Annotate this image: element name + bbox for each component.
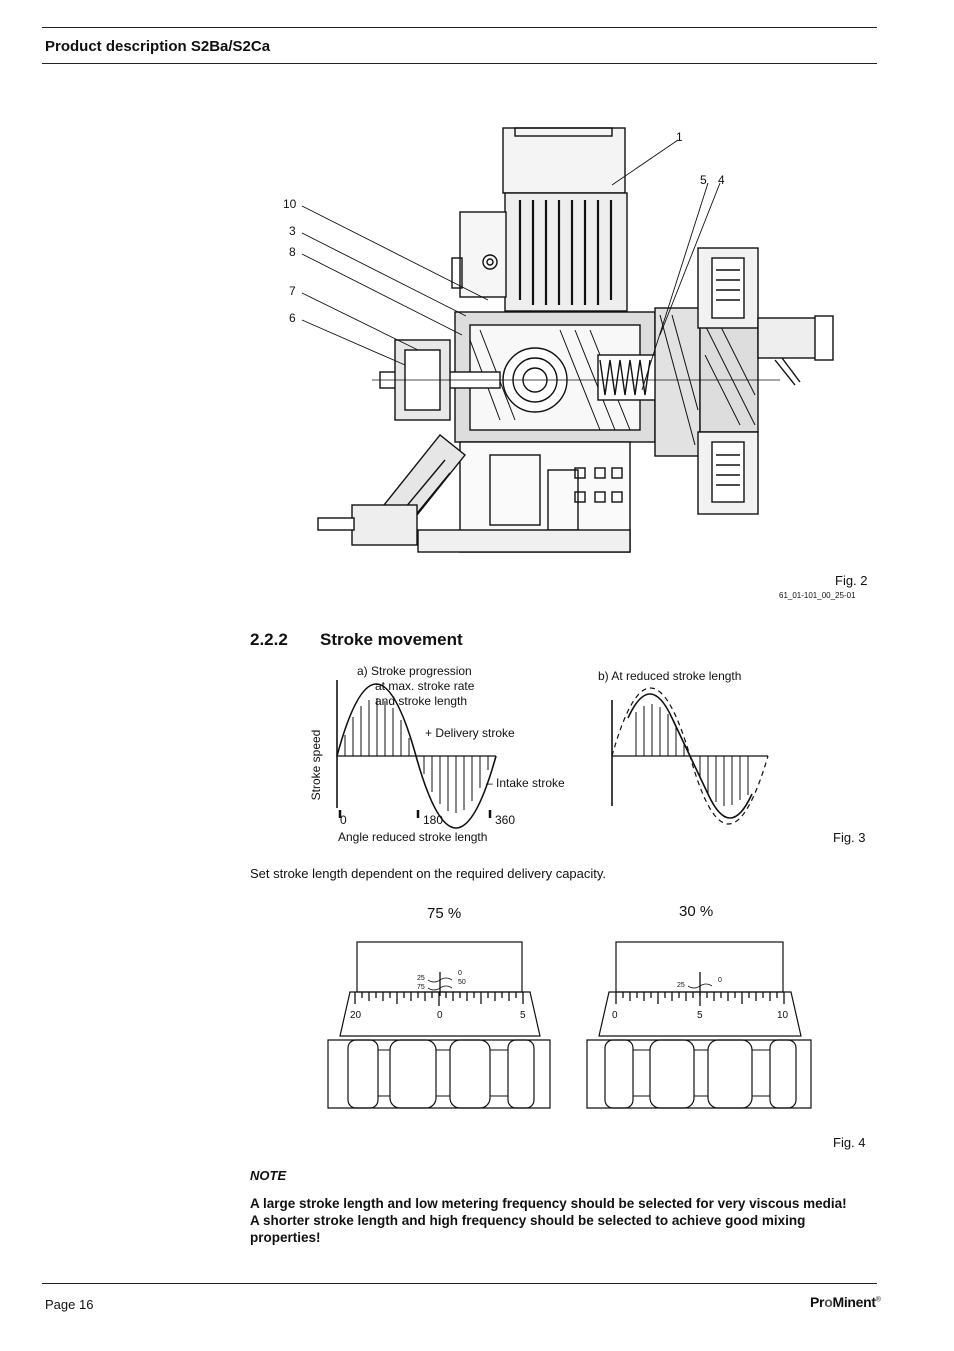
left-small-75: 75 [417, 984, 425, 991]
footer-rule [42, 1283, 877, 1284]
hatch-b [635, 704, 749, 806]
section-number: 2.2.2 [250, 630, 288, 649]
fig2-code: 61_01-101_00_25-01 [779, 591, 856, 600]
callout-10: 10 [283, 197, 297, 211]
header-rule-top [42, 27, 877, 28]
left-scale-ticks [354, 992, 524, 1006]
left-small-50: 50 [458, 979, 466, 986]
callout-5: 5 [700, 173, 707, 187]
right-small-25: 25 [677, 982, 685, 989]
right-scale-10: 10 [777, 1010, 789, 1021]
right-small-0: 0 [718, 977, 722, 984]
callout-7: 7 [289, 284, 296, 298]
fig3-caption: Fig. 3 [833, 830, 866, 845]
left-percent: 75 % [427, 905, 462, 922]
left-scale-0: 0 [437, 1010, 443, 1021]
page-number: Page 16 [45, 1297, 94, 1312]
x-axis-label: Angle reduced stroke length [338, 830, 488, 844]
right-scale-ring [598, 991, 802, 1037]
note-line-2: A shorter stroke length and high frequen… [250, 1213, 806, 1245]
body-text: Set stroke length dependent on the requi… [250, 866, 607, 881]
logo-part-b: o [824, 1294, 833, 1310]
note-label: NOTE [250, 1168, 287, 1183]
panel-a-line3: and stroke length [375, 694, 468, 708]
right-scale-0: 0 [612, 1010, 618, 1021]
callout-3: 3 [289, 224, 296, 238]
logo-reg: ® [875, 1296, 881, 1304]
callout-8: 8 [289, 245, 296, 259]
panel-a-line2: at max. stroke rate [375, 679, 475, 693]
fig2-caption: Fig. 2 [835, 573, 868, 588]
prominent-logo: ProMinent® [810, 1294, 881, 1310]
panel-a-line1: a) Stroke progression [357, 664, 472, 678]
header-rule-bottom [42, 63, 877, 64]
section-heading: 2.2.2 Stroke movement [250, 630, 463, 650]
left-scale-5: 5 [520, 1010, 526, 1021]
right-percent: 30 % [679, 903, 714, 920]
logo-part-a: Pr [810, 1294, 825, 1310]
left-scale-ring [339, 991, 541, 1037]
callout-6: 6 [289, 311, 296, 325]
section-title: Stroke movement [320, 630, 463, 649]
right-scale-ticks [615, 992, 785, 1006]
hatch-a [344, 698, 489, 813]
tick-360: 360 [495, 813, 516, 827]
wave-b-bottom [689, 755, 753, 819]
left-scale-20: 20 [350, 1010, 362, 1021]
tick-180: 180 [423, 813, 444, 827]
left-small-0: 0 [458, 970, 462, 977]
panel-b-label: b) At reduced stroke length [598, 669, 742, 683]
fig4-caption: Fig. 4 [833, 1135, 866, 1150]
callout-1: 1 [676, 130, 683, 144]
wave-b-top [627, 693, 691, 757]
callout-4: 4 [718, 173, 725, 187]
panel-a-label: a) Stroke progression at max. stroke rat… [357, 664, 474, 709]
note-line-1: A large stroke length and low metering f… [250, 1196, 847, 1211]
tick-0: 0 [340, 813, 347, 827]
right-scale-5: 5 [697, 1010, 703, 1021]
logo-part-c: Minent [832, 1294, 876, 1310]
note-text: A large stroke length and low metering f… [250, 1195, 850, 1246]
left-small-25: 25 [417, 975, 425, 982]
delivery-stroke-label: + Delivery stroke [425, 726, 515, 740]
intake-stroke-label: – Intake stroke [486, 776, 565, 790]
wave-a [336, 683, 497, 829]
page-header-title: Product description S2Ba/S2Ca [45, 38, 271, 55]
